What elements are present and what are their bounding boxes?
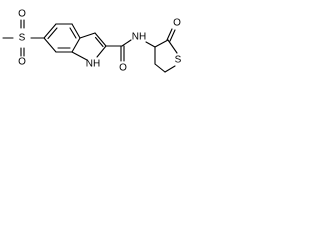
bond-c5-c4 (154, 63, 166, 73)
atom-nh-indole: NH (86, 59, 100, 70)
bond-ring-4 (71, 37, 81, 53)
bond-s-c5 (164, 65, 176, 73)
atom-o-amide: O (119, 63, 127, 74)
atom-o-sulfonyl-top: O (18, 9, 26, 20)
bond-c2t-s (167, 39, 178, 54)
atom-labels: S O O NH NH O O S (18, 9, 182, 74)
atom-nh-amide: NH (132, 32, 146, 43)
bond-c3-c2-inner (94, 36, 104, 48)
bond-ring-1 (43, 23, 57, 39)
bond-c3a-c3 (79, 32, 96, 39)
bond-n-ring (145, 41, 156, 48)
bond-ring-3-inner (69, 27, 77, 39)
bond-carbonyl-n (121, 39, 132, 47)
atom-s-ring: S (175, 55, 182, 66)
atom-o-ketone: O (173, 18, 181, 29)
bond-ring-6 (43, 37, 57, 53)
bond-ketone-2 (169, 29, 176, 42)
bonds (2, 19, 178, 73)
bond-c3-c2 (94, 32, 107, 47)
bond-ketone-1 (166, 28, 173, 41)
atom-o-sulfonyl-bottom: O (18, 57, 26, 68)
bond-c3-c2t (154, 39, 169, 48)
bond-ring-1-inner (47, 27, 58, 40)
structure-diagram: S O O NH NH O O S (2, 9, 182, 74)
bond-n1-c7a (71, 51, 88, 61)
bond-c2-n1 (96, 45, 107, 58)
bond-ring-3 (71, 23, 81, 39)
atom-s-sulfonyl: S (19, 33, 26, 44)
